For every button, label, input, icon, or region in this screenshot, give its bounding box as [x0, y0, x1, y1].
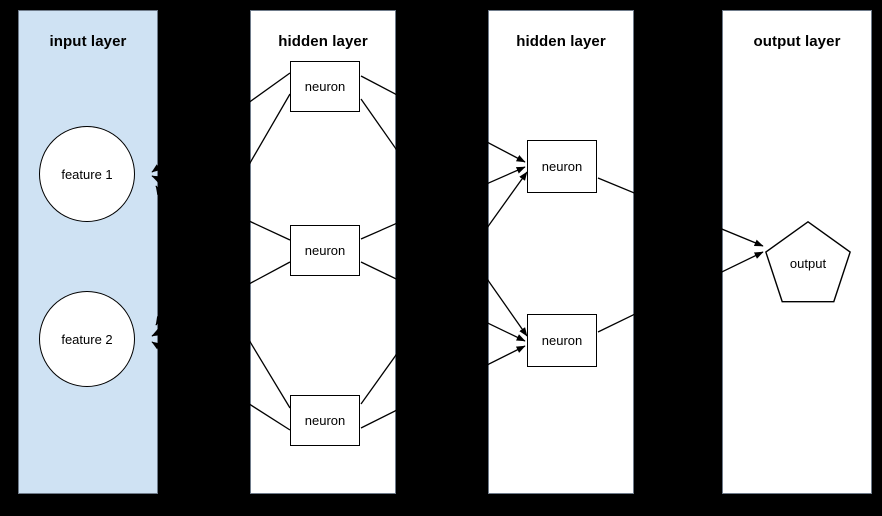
- layer-panel-input[interactable]: input layer: [18, 10, 158, 494]
- layer-title-input: input layer: [49, 33, 127, 50]
- node-label: neuron: [541, 333, 583, 348]
- node-hidden1-neuron-2[interactable]: neuron: [290, 225, 360, 276]
- node-label: feature 2: [61, 331, 113, 347]
- node-label: feature 1: [61, 166, 113, 182]
- node-hidden1-neuron-1[interactable]: neuron: [290, 61, 360, 112]
- node-hidden1-neuron-3[interactable]: neuron: [290, 395, 360, 446]
- node-label: neuron: [541, 159, 583, 174]
- node-feature-2[interactable]: feature 2: [39, 291, 135, 387]
- layer-panel-hidden-2[interactable]: hidden layer: [488, 10, 634, 494]
- node-label: neuron: [304, 79, 346, 94]
- node-hidden2-neuron-2[interactable]: neuron: [527, 314, 597, 367]
- pentagon-shape-icon: [765, 221, 851, 305]
- node-label: output: [789, 255, 827, 271]
- layer-title-hidden-1: hidden layer: [278, 33, 368, 50]
- node-hidden2-neuron-1[interactable]: neuron: [527, 140, 597, 193]
- node-feature-1[interactable]: feature 1: [39, 126, 135, 222]
- node-output[interactable]: output: [765, 221, 851, 305]
- layer-title-hidden-2: hidden layer: [516, 33, 606, 50]
- node-label: neuron: [304, 413, 346, 428]
- layer-title-output: output layer: [753, 33, 841, 50]
- node-label: neuron: [304, 243, 346, 258]
